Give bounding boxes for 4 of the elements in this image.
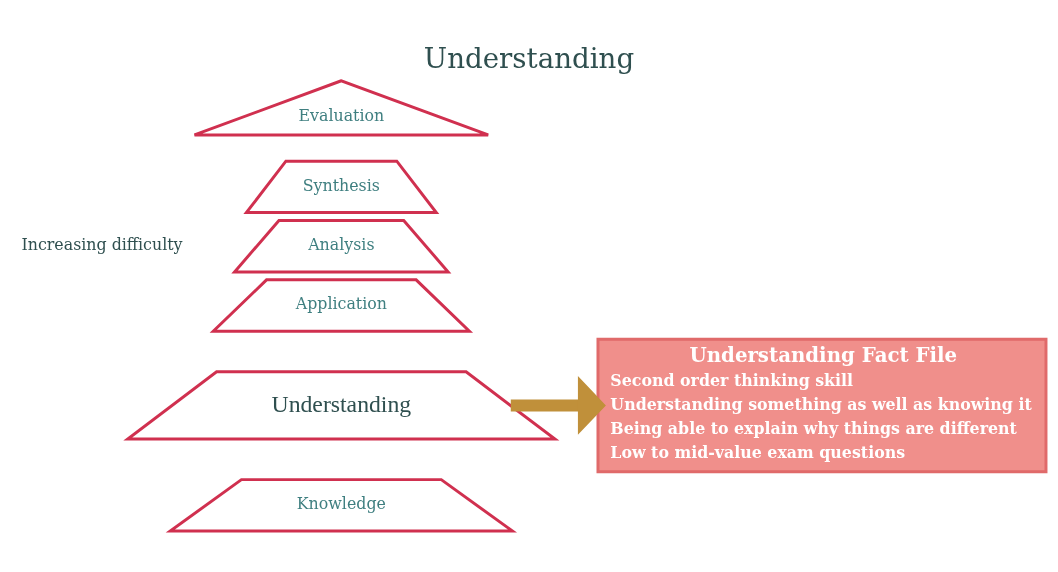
label: Increasing difficulty [21,234,183,254]
arrow [510,375,606,435]
diagram-title: Understanding [423,41,635,75]
node-box: Understanding Fact File Second order thinking skill Understanding something as well as knowing it Being able to explain why things are different Low to mid-value exam questions [596,337,1048,473]
